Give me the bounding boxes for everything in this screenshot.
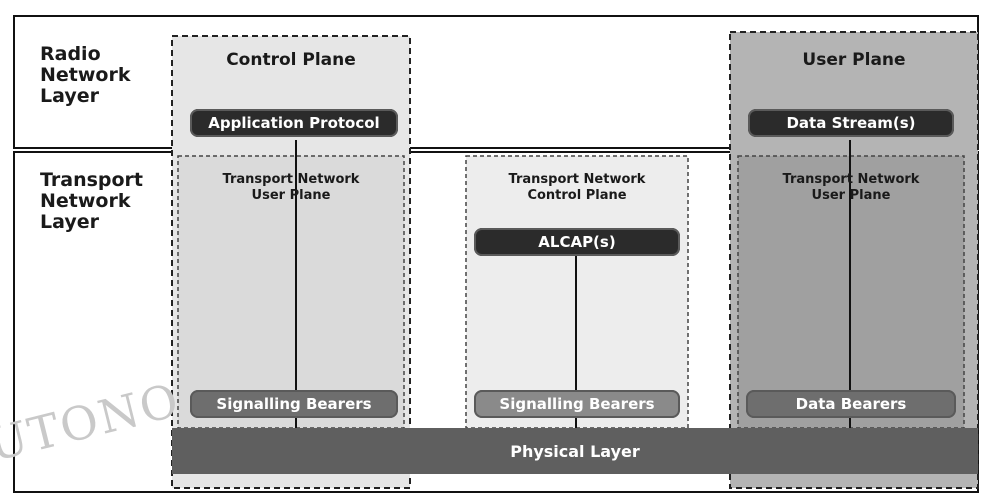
application-protocol-box: Application Protocol [190,109,398,137]
control-plane-outline [171,35,411,489]
data-bearers-box: Data Bearers [746,390,956,418]
user-plane-outline [729,31,979,489]
signalling-bearers-left-box: Signalling Bearers [190,390,398,418]
control-plane-title: Control Plane [226,50,356,70]
transport-network-layer-label: Transport Network Layer [40,169,144,233]
data-streams-box: Data Stream(s) [748,109,954,137]
user-plane-title: User Plane [802,50,906,70]
middle-transport-control-plane-label: Transport Network Control Plane [508,172,646,203]
left-user-plane-box [177,155,405,429]
radio-network-layer-label: Radio Network Layer [40,43,131,107]
physical-layer-box: Physical Layer [172,428,978,474]
alcap-box: ALCAP(s) [474,228,680,256]
signalling-bearers-middle-box: Signalling Bearers [474,390,680,418]
right-transport-user-plane-label: Transport Network User Plane [782,172,920,203]
left-transport-user-plane-label: Transport Network User Plane [222,172,360,203]
